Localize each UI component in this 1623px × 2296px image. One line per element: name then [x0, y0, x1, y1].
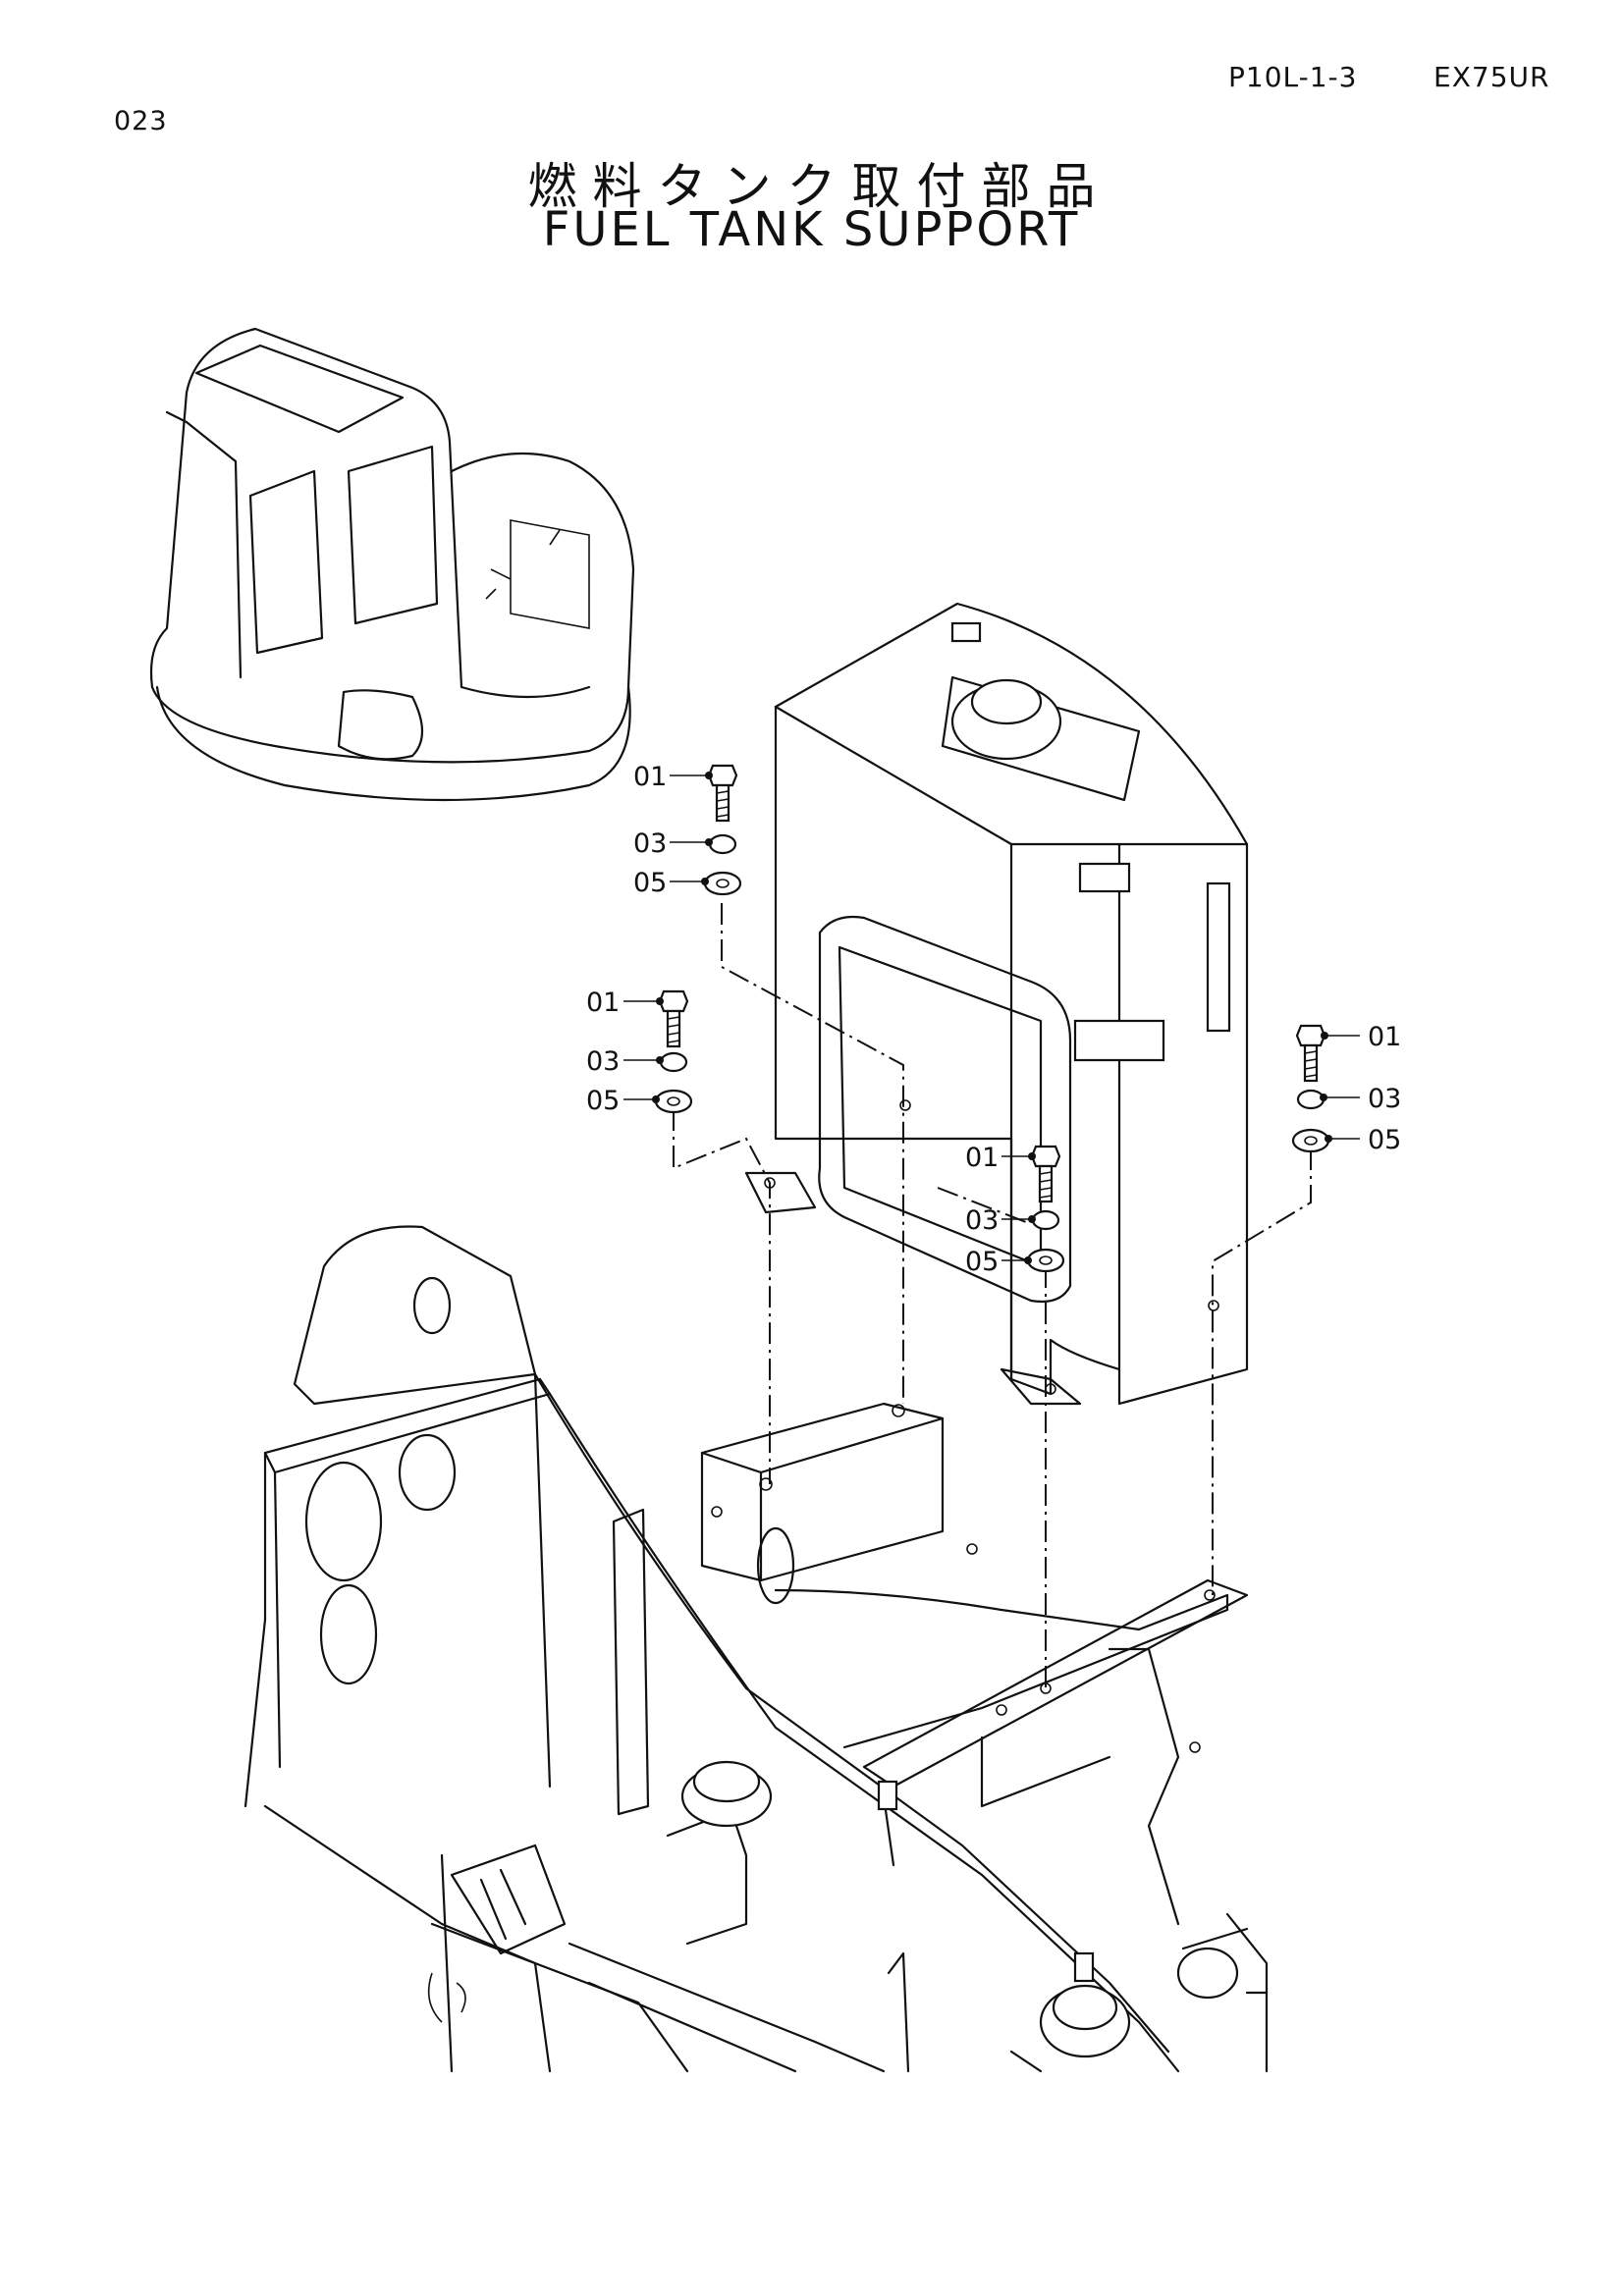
sheet-reference: P10L-1-3: [1228, 61, 1358, 93]
excavator-overview: [149, 327, 635, 802]
callout-01: 01: [586, 988, 620, 1018]
title-japanese: 燃料タンク取付部品: [527, 158, 1111, 215]
machine-model: EX75UR: [1434, 61, 1550, 93]
callout-03: 03: [633, 828, 667, 859]
hardware-group-mid-left: 01 03 05: [586, 988, 693, 1116]
callout-03: 03: [965, 1205, 999, 1236]
callout-01: 01: [965, 1143, 999, 1173]
callout-05: 05: [586, 1086, 620, 1116]
hardware-group-center: 01 03 05: [965, 1143, 1065, 1277]
callout-03: 03: [586, 1046, 620, 1077]
hardware-group-top-left: 01 03 05: [633, 762, 742, 898]
callout-03: 03: [1368, 1084, 1401, 1114]
assembly-guides: [673, 903, 1312, 1688]
callout-01: 01: [633, 762, 667, 792]
callout-05: 05: [965, 1247, 999, 1277]
callout-05: 05: [633, 868, 667, 898]
callout-05: 05: [1368, 1125, 1401, 1155]
page-number: 023: [114, 106, 168, 136]
upper-frame: [243, 1225, 1269, 2073]
callout-01: 01: [1368, 1022, 1401, 1052]
hardware-group-right: 01 03 05: [1291, 1022, 1401, 1155]
fuel-tank: [744, 602, 1249, 1406]
title-english: FUEL TANK SUPPORT: [542, 202, 1081, 257]
